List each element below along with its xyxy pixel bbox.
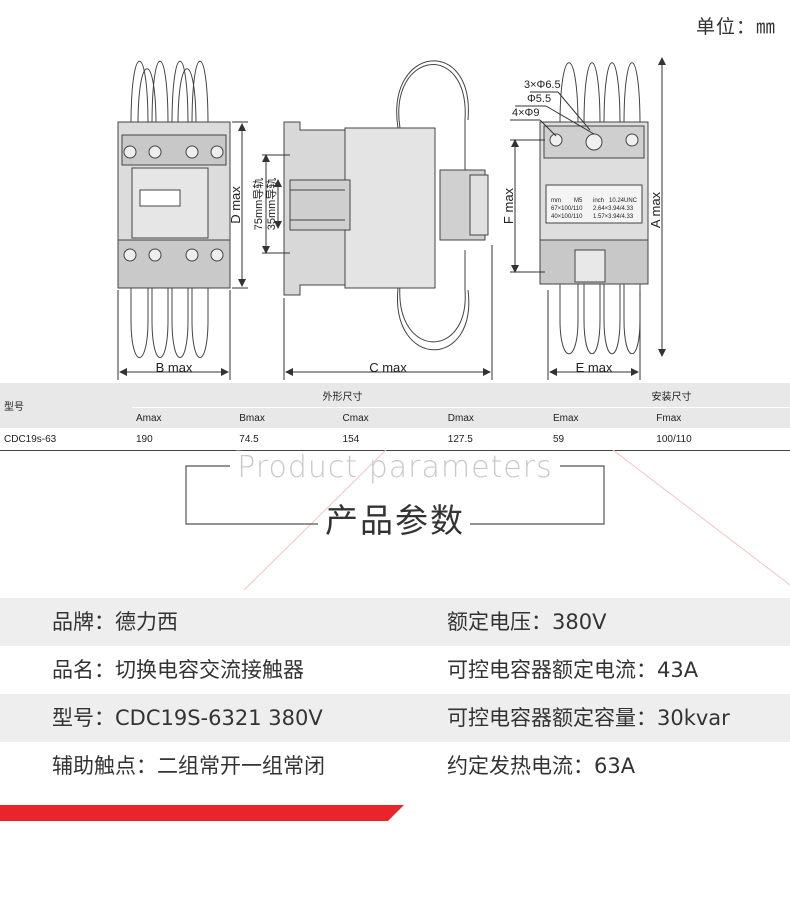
- dim-c-label: C max: [369, 360, 407, 375]
- front-view-drawing: [117, 60, 231, 358]
- param-row: 辅助触点：二组常开一组常闭 约定发热电流：63A: [0, 742, 790, 790]
- param-row: 品牌：德力西 额定电压：380V: [0, 598, 790, 646]
- hole-55-label: Φ5.5: [527, 93, 551, 105]
- col-header: Dmax: [443, 407, 549, 428]
- param-right: 约定发热电流：63A: [447, 754, 636, 778]
- english-title: Product parameters: [237, 450, 553, 485]
- param-row: 型号：CDC19S-6321 380V 可控电容器额定容量：30kvar: [0, 694, 790, 742]
- dim-d-label: D max: [228, 186, 243, 224]
- rear-view-dimensions: [510, 57, 666, 380]
- hole-4-label: 4×Φ9: [512, 107, 539, 119]
- rear-view-drawing: [539, 62, 649, 354]
- model-cell: CDC19s-63: [0, 428, 132, 451]
- dim-f-label: F max: [501, 187, 516, 224]
- model-header: 型号: [0, 383, 132, 428]
- param-right: 额定电压：380V: [447, 610, 607, 634]
- label-cell: 40×100/110: [551, 214, 583, 220]
- param-right: 可控电容器额定电流：43A: [447, 658, 699, 682]
- rail-75-label: 75mm导轨: [251, 178, 265, 231]
- col-header: Bmax: [235, 407, 339, 428]
- red-accent-bar: [0, 805, 404, 821]
- chinese-title: 产品参数: [325, 501, 465, 540]
- value-cell: 127.5: [443, 428, 549, 451]
- param-left: 型号：CDC19S-6321 380V: [52, 706, 323, 730]
- hole-3-label: 3×Φ6.5: [524, 79, 561, 91]
- side-view-dimensions: [262, 154, 493, 380]
- param-right: 可控电容器额定容量：30kvar: [447, 706, 730, 730]
- label-cell: 67×100/110: [551, 206, 583, 212]
- label-cell: 2.64×3.94/4.33: [593, 206, 634, 212]
- value-cell: 74.5: [235, 428, 339, 451]
- dim-a-label: A max: [648, 191, 663, 228]
- col-header: Fmax: [652, 407, 790, 428]
- label-cell: inch: [593, 198, 604, 204]
- value-cell: 154: [338, 428, 444, 451]
- dim-e-label: E max: [576, 360, 613, 375]
- rail-35-label: 35mm导轨: [264, 178, 278, 231]
- front-view-dimensions: [117, 121, 248, 380]
- side-view-drawing: [283, 60, 489, 351]
- value-cell: 190: [132, 428, 236, 451]
- title-decoration: [185, 450, 790, 590]
- label-cell: 10.24UNC: [609, 198, 638, 204]
- group-install-header: 安装尺寸: [549, 383, 790, 408]
- param-left: 辅助触点：二组常开一组常闭: [52, 754, 325, 778]
- parameter-list: 品牌：德力西 额定电压：380V 品名：切换电容交流接触器 可控电容器额定电流：…: [0, 598, 790, 790]
- label-cell: mm: [551, 198, 561, 204]
- rear-label-table: mm M5 inch 10.24UNC 67×100/110 2.64×3.94…: [551, 198, 638, 220]
- label-cell: M5: [574, 198, 583, 204]
- group-outline-header: 外形尺寸: [132, 383, 549, 408]
- value-cell: 59: [549, 428, 653, 451]
- value-cell: 100/110: [652, 428, 790, 451]
- param-left: 品名：切换电容交流接触器: [52, 658, 304, 682]
- col-header: Amax: [132, 407, 236, 428]
- spec-table-header-row: 型号 外形尺寸 安装尺寸: [0, 383, 790, 428]
- unit-label: 单位：㎜: [695, 16, 776, 38]
- label-cell: 1.57×3.94/4.33: [593, 214, 634, 220]
- param-row: 品名：切换电容交流接触器 可控电容器额定电流：43A: [0, 646, 790, 694]
- spec-table: 型号 外形尺寸 安装尺寸 Amax Bmax Cmax Dmax Emax Fm…: [0, 383, 790, 451]
- table-row: CDC19s-63 190 74.5 154 127.5 59 100/110: [0, 428, 790, 451]
- param-left: 品牌：德力西: [52, 610, 178, 634]
- col-header: Cmax: [338, 407, 444, 428]
- section-title-block: Product parameters 产品参数: [0, 450, 790, 590]
- dim-b-label: B max: [156, 360, 193, 375]
- col-header: Emax: [549, 407, 653, 428]
- spec-table-subheader-row: Amax Bmax Cmax Dmax Emax Fmax: [0, 407, 790, 428]
- dimension-drawings: B max D max C max 75mm导轨 35mm导轨: [117, 57, 666, 380]
